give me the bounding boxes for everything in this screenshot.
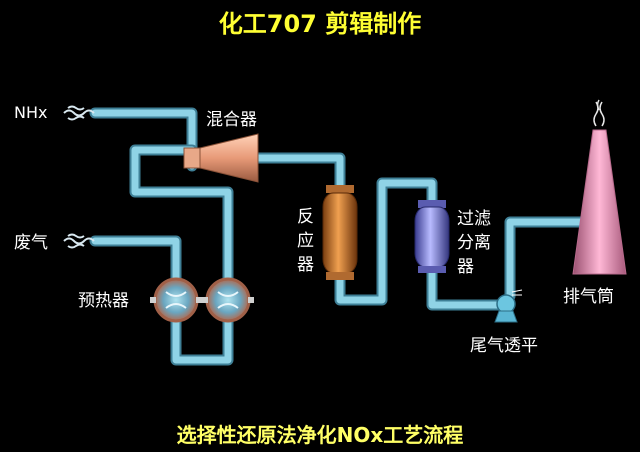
reactor-label-1: 反 (297, 207, 314, 227)
reactor-label-2: 应 (297, 231, 314, 251)
exhaust-stack-icon (572, 99, 627, 275)
filter-label-2: 分离 (457, 233, 491, 253)
waste-gas-label: 废气 (14, 233, 48, 253)
pipe-preheater-bottom (170, 314, 234, 366)
filter-label-3: 器 (457, 257, 474, 277)
reactor-vessel-icon (322, 185, 358, 280)
smoke-icon (593, 99, 605, 127)
pipe-fan-to-stack (504, 216, 586, 302)
mixer-label: 混合器 (206, 110, 257, 130)
preheater-label: 预热器 (78, 291, 129, 311)
pipe-mixer-to-reactor (252, 152, 346, 191)
pipe-nhx-inlet (89, 107, 198, 156)
mixer-icon (183, 133, 259, 183)
page-title: 化工707 剪辑制作 (219, 10, 421, 38)
preheater-left-icon (150, 277, 202, 323)
filter-separator-icon (414, 200, 450, 273)
nhx-gas-swirl-icon (63, 105, 95, 121)
diagram-caption: 选择性还原法净化NOx工艺流程 (177, 423, 464, 447)
waste-gas-swirl-icon (63, 233, 95, 249)
preheater-right-icon (202, 277, 254, 323)
tail-gas-turbine-label: 尾气透平 (470, 336, 538, 356)
nhx-label: NHx (14, 103, 47, 122)
tail-gas-turbine-icon (494, 289, 523, 323)
filter-label-1: 过滤 (457, 209, 491, 229)
exhaust-stack-label: 排气筒 (563, 287, 614, 307)
pipe-waste-gas (89, 235, 182, 286)
reactor-label-3: 器 (297, 255, 314, 275)
